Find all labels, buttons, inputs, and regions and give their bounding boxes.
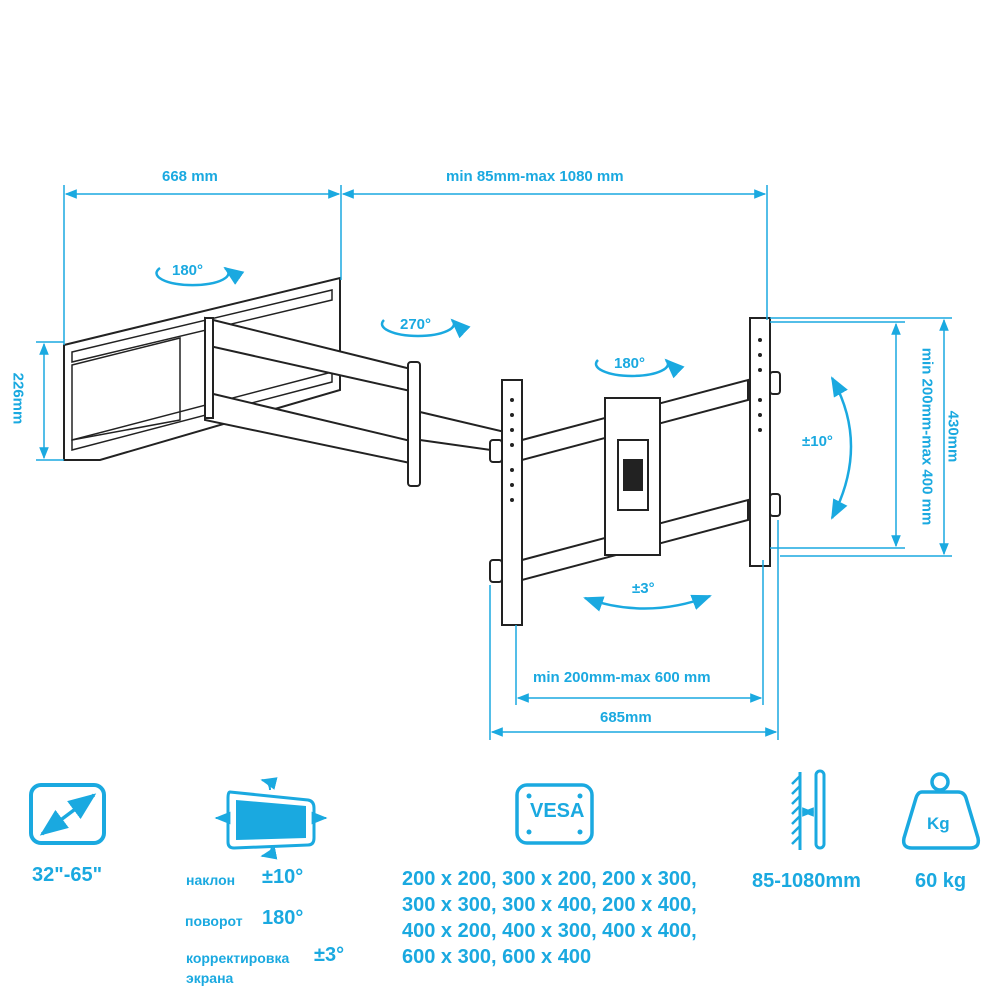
rotation-wall-swivel: 180° <box>172 262 204 279</box>
spec-level-value: ±3° <box>314 944 345 966</box>
rotation-level-adjust: ±3° <box>632 580 655 597</box>
vesa-icon-text: VESA <box>530 800 585 822</box>
spec-max-load: 60 kg <box>915 870 967 892</box>
rotate-icon <box>594 358 685 379</box>
rotate-icon <box>380 318 471 339</box>
rotation-arrows <box>155 266 853 612</box>
arm-lower <box>204 390 416 466</box>
vesa-line: 300 x 300, 300 x 400, 200 x 400, <box>402 894 697 916</box>
rail-right <box>749 317 771 567</box>
rail-left <box>501 379 523 626</box>
wall-distance-icon <box>791 769 826 850</box>
dimension-lines <box>36 185 952 740</box>
wall-plate <box>63 276 341 461</box>
arm-pivot <box>407 361 421 487</box>
dim-arm-extension: min 85mm-max 1080 mm <box>446 168 624 185</box>
vesa-line: 400 x 200, 400 x 300, 400 x 400, <box>402 920 697 942</box>
dim-vesa-horizontal: min 200mm-max 600 mm <box>533 669 711 686</box>
spec-swivel-value: 180° <box>262 907 304 929</box>
dim-bracket-width: 685mm <box>600 709 652 726</box>
spec-tilt-value: ±10° <box>262 866 304 888</box>
tilt-arrow-icon <box>830 376 853 520</box>
spec-level-label: корректировка экрана <box>186 950 290 986</box>
vesa-icon <box>515 783 594 845</box>
spec-screen-size: 32"-65" <box>32 864 103 886</box>
vesa-line: 200 x 200, 300 x 200, 200 x 300, <box>402 868 697 890</box>
level-arrow-icon <box>583 594 712 612</box>
rotation-head-swivel: 180° <box>614 355 646 372</box>
weight-icon <box>901 772 981 850</box>
screen-size-icon <box>29 783 106 845</box>
weight-icon-text: Kg <box>927 814 950 833</box>
vesa-line: 600 x 300, 600 x 400 <box>402 946 592 968</box>
spec-swivel-label: поворот <box>185 913 243 929</box>
spec-tilt-label: наклон <box>186 872 236 888</box>
tilting-screen-icon <box>214 777 328 860</box>
dim-wall-plate-width: 668 mm <box>162 168 218 185</box>
spec-wall-distance: 85-1080mm <box>752 870 861 892</box>
dim-bracket-height: 430mm <box>944 410 962 463</box>
rotation-tilt: ±10° <box>802 433 833 450</box>
rotation-arm-swivel: 270° <box>400 316 432 333</box>
rotate-icon <box>155 266 245 287</box>
dim-vesa-vertical: min 200mm-max 400 mm <box>918 347 936 526</box>
tv-mount-drawing <box>63 276 781 626</box>
dim-wall-plate-height: 226mm <box>9 372 27 425</box>
